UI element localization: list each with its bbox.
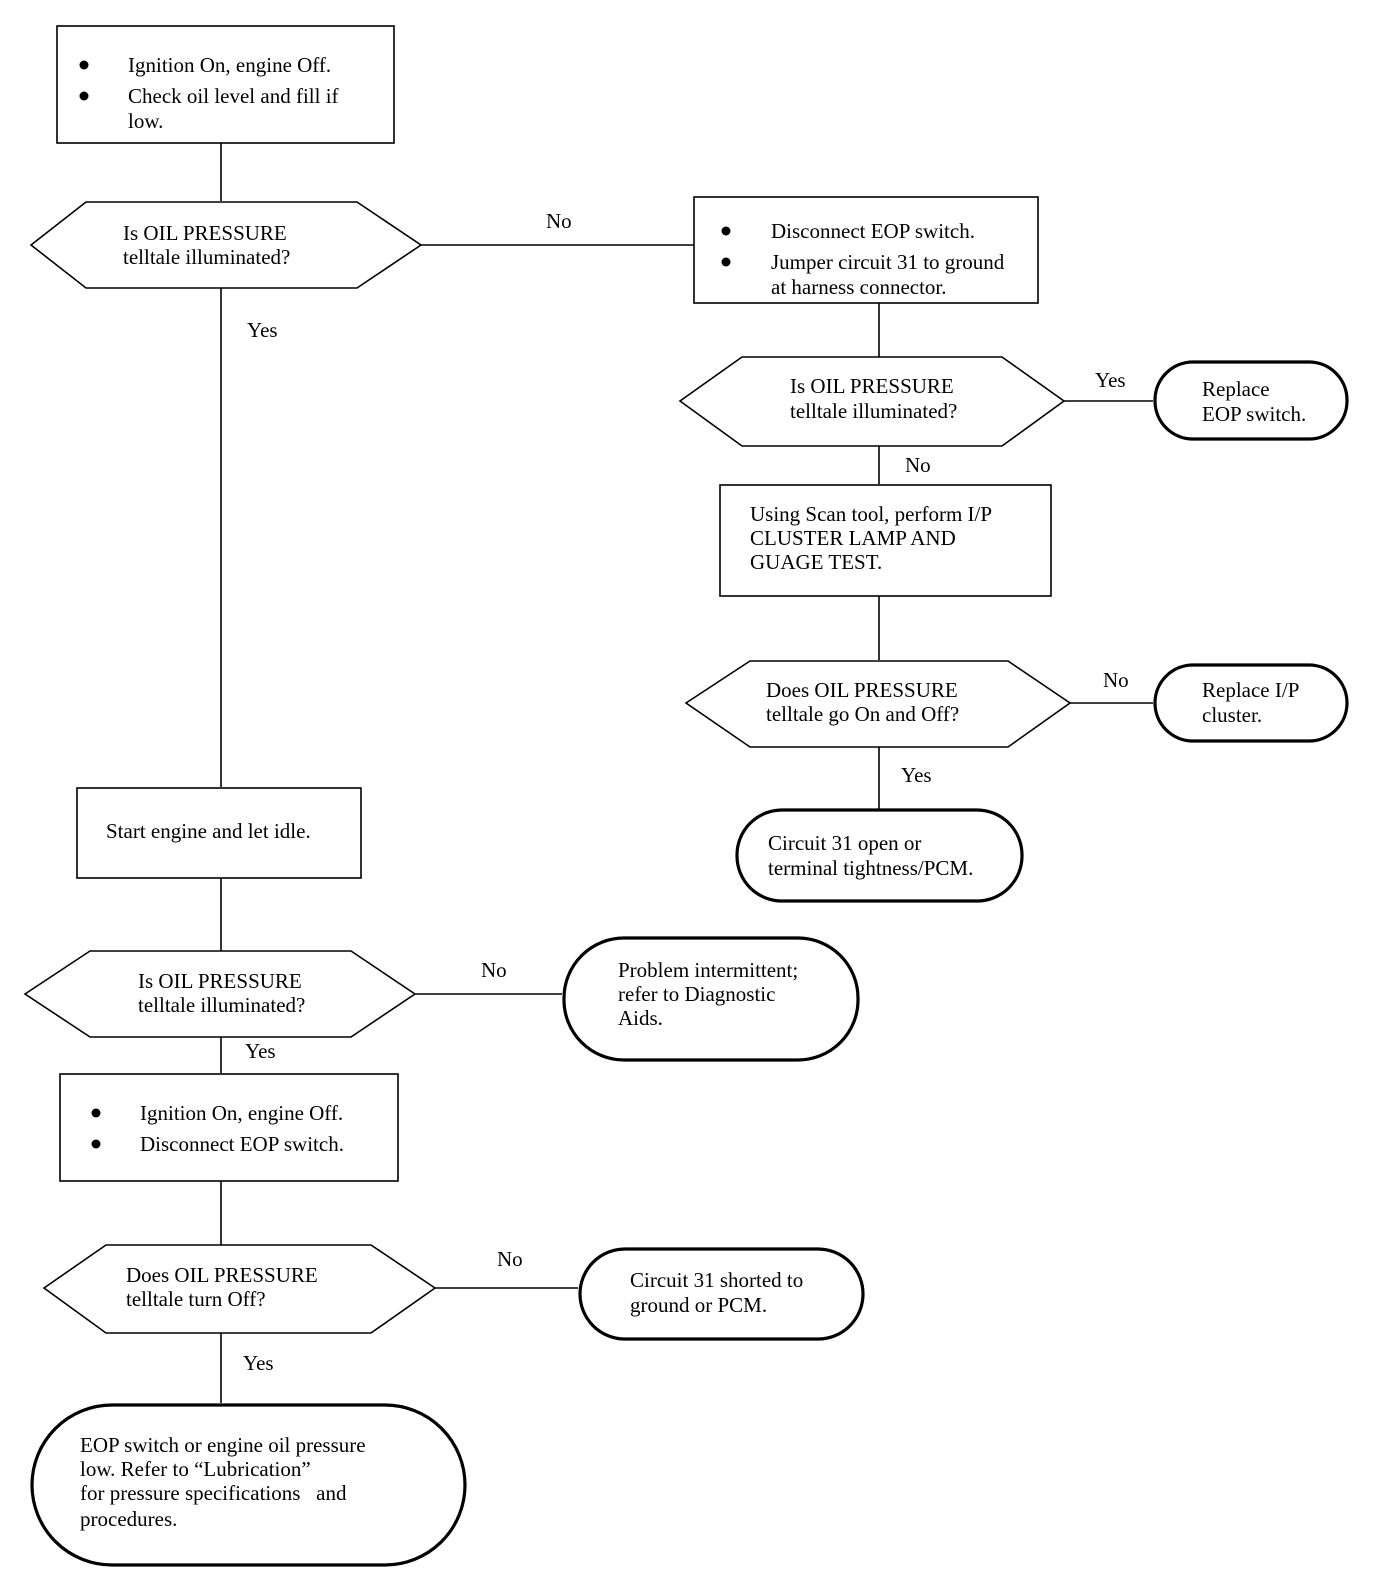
end-low-oil-pressure: EOP switch or engine oil pressure low. R…	[30, 1403, 467, 1567]
q2-decision: Is OIL PRESSURE telltale illuminated?	[678, 356, 1066, 447]
q3-line-1: Does OIL PRESSURE	[766, 678, 958, 702]
replace-eop-line-1: Replace	[1202, 377, 1270, 401]
step1-item-2-cont: low.	[128, 109, 163, 133]
edge-label-q3-no: No	[1103, 668, 1129, 692]
edge-label-q4-yes: Yes	[245, 1039, 276, 1063]
edge-label-q1-no: No	[546, 209, 572, 233]
end-problem-intermittent: Problem intermittent; refer to Diagnosti…	[562, 936, 860, 1062]
step5-item-1: Ignition On, engine Off.	[140, 1101, 343, 1125]
circuit-open-line-2: terminal tightness/PCM.	[768, 856, 973, 880]
step5-box: Ignition On, engine Off. Disconnect EOP …	[59, 1073, 399, 1182]
step3-line-1: Using Scan tool, perform I/P	[750, 502, 992, 526]
q3-line-2: telltale go On and Off?	[766, 702, 959, 726]
step2-item-2: Jumper circuit 31 to ground	[771, 250, 1005, 274]
low-pressure-line-4: procedures.	[80, 1507, 177, 1531]
step2-item-2-cont: at harness connector.	[771, 275, 947, 299]
replace-cluster-line-1: Replace I/P	[1202, 678, 1299, 702]
low-pressure-line-2: low. Refer to “Lubrication”	[80, 1457, 311, 1481]
q2-line-2: telltale illuminated?	[790, 399, 957, 423]
step4-text: Start engine and let idle.	[106, 819, 311, 843]
step4-box: Start engine and let idle.	[76, 787, 362, 879]
step3-box: Using Scan tool, perform I/P CLUSTER LAM…	[719, 484, 1052, 597]
q1-decision: Is OIL PRESSURE telltale illuminated?	[29, 201, 423, 289]
bullet-icon	[91, 1108, 101, 1118]
q4-line-2: telltale illuminated?	[138, 993, 305, 1017]
edge-label-q2-no: No	[905, 453, 931, 477]
low-pressure-line-3: for pressure specifications and	[80, 1481, 347, 1505]
replace-eop-line-2: EOP switch.	[1202, 402, 1306, 426]
step1-item-2: Check oil level and fill if	[128, 84, 339, 108]
step2-box: Disconnect EOP switch. Jumper circuit 31…	[693, 196, 1039, 304]
edge-label-q5-yes: Yes	[243, 1351, 274, 1375]
step1-item-1: Ignition On, engine Off.	[128, 53, 331, 77]
replace-cluster-line-2: cluster.	[1202, 703, 1262, 727]
edge-label-q3-yes: Yes	[901, 763, 932, 787]
bullet-icon	[79, 91, 89, 101]
end-circuit-shorted: Circuit 31 shorted to ground or PCM.	[578, 1247, 865, 1341]
q4-line-1: Is OIL PRESSURE	[138, 969, 302, 993]
q3-decision: Does OIL PRESSURE telltale go On and Off…	[684, 660, 1072, 748]
q4-decision: Is OIL PRESSURE telltale illuminated?	[23, 950, 417, 1038]
edge-label-q2-yes: Yes	[1095, 368, 1126, 392]
circuit-open-line-1: Circuit 31 open or	[768, 831, 921, 855]
intermittent-line-3: Aids.	[618, 1006, 663, 1030]
end-circuit-open: Circuit 31 open or terminal tightness/PC…	[735, 808, 1024, 903]
step1-box: Ignition On, engine Off. Check oil level…	[56, 25, 395, 144]
q2-line-1: Is OIL PRESSURE	[790, 374, 954, 398]
q1-line-1: Is OIL PRESSURE	[123, 221, 287, 245]
shorted-line-1: Circuit 31 shorted to	[630, 1268, 803, 1292]
end-replace-eop-switch: Replace EOP switch.	[1153, 360, 1349, 441]
step2-item-1: Disconnect EOP switch.	[771, 219, 975, 243]
intermittent-line-2: refer to Diagnostic	[618, 982, 775, 1006]
step5-item-2: Disconnect EOP switch.	[140, 1132, 344, 1156]
edge-label-q5-no: No	[497, 1247, 523, 1271]
end-replace-cluster: Replace I/P cluster.	[1153, 663, 1349, 743]
step3-line-3: GUAGE TEST.	[750, 550, 882, 574]
step3-line-2: CLUSTER LAMP AND	[750, 526, 956, 550]
intermittent-line-1: Problem intermittent;	[618, 958, 798, 982]
bullet-icon	[91, 1139, 101, 1149]
edge-label-q1-yes: Yes	[247, 318, 278, 342]
q1-line-2: telltale illuminated?	[123, 245, 290, 269]
edge-label-q4-no: No	[481, 958, 507, 982]
bullet-icon	[79, 60, 89, 70]
edge-labels: No Yes Yes No No Yes No Yes No Yes	[243, 209, 1129, 1375]
bullet-icon	[721, 257, 731, 267]
q5-line-1: Does OIL PRESSURE	[126, 1263, 318, 1287]
q5-decision: Does OIL PRESSURE telltale turn Off?	[42, 1244, 437, 1334]
connector-lines	[220, 143, 1153, 1403]
bullet-icon	[721, 226, 731, 236]
low-pressure-line-1: EOP switch or engine oil pressure	[80, 1433, 366, 1457]
q5-line-2: telltale turn Off?	[126, 1287, 266, 1311]
shorted-line-2: ground or PCM.	[630, 1293, 767, 1317]
